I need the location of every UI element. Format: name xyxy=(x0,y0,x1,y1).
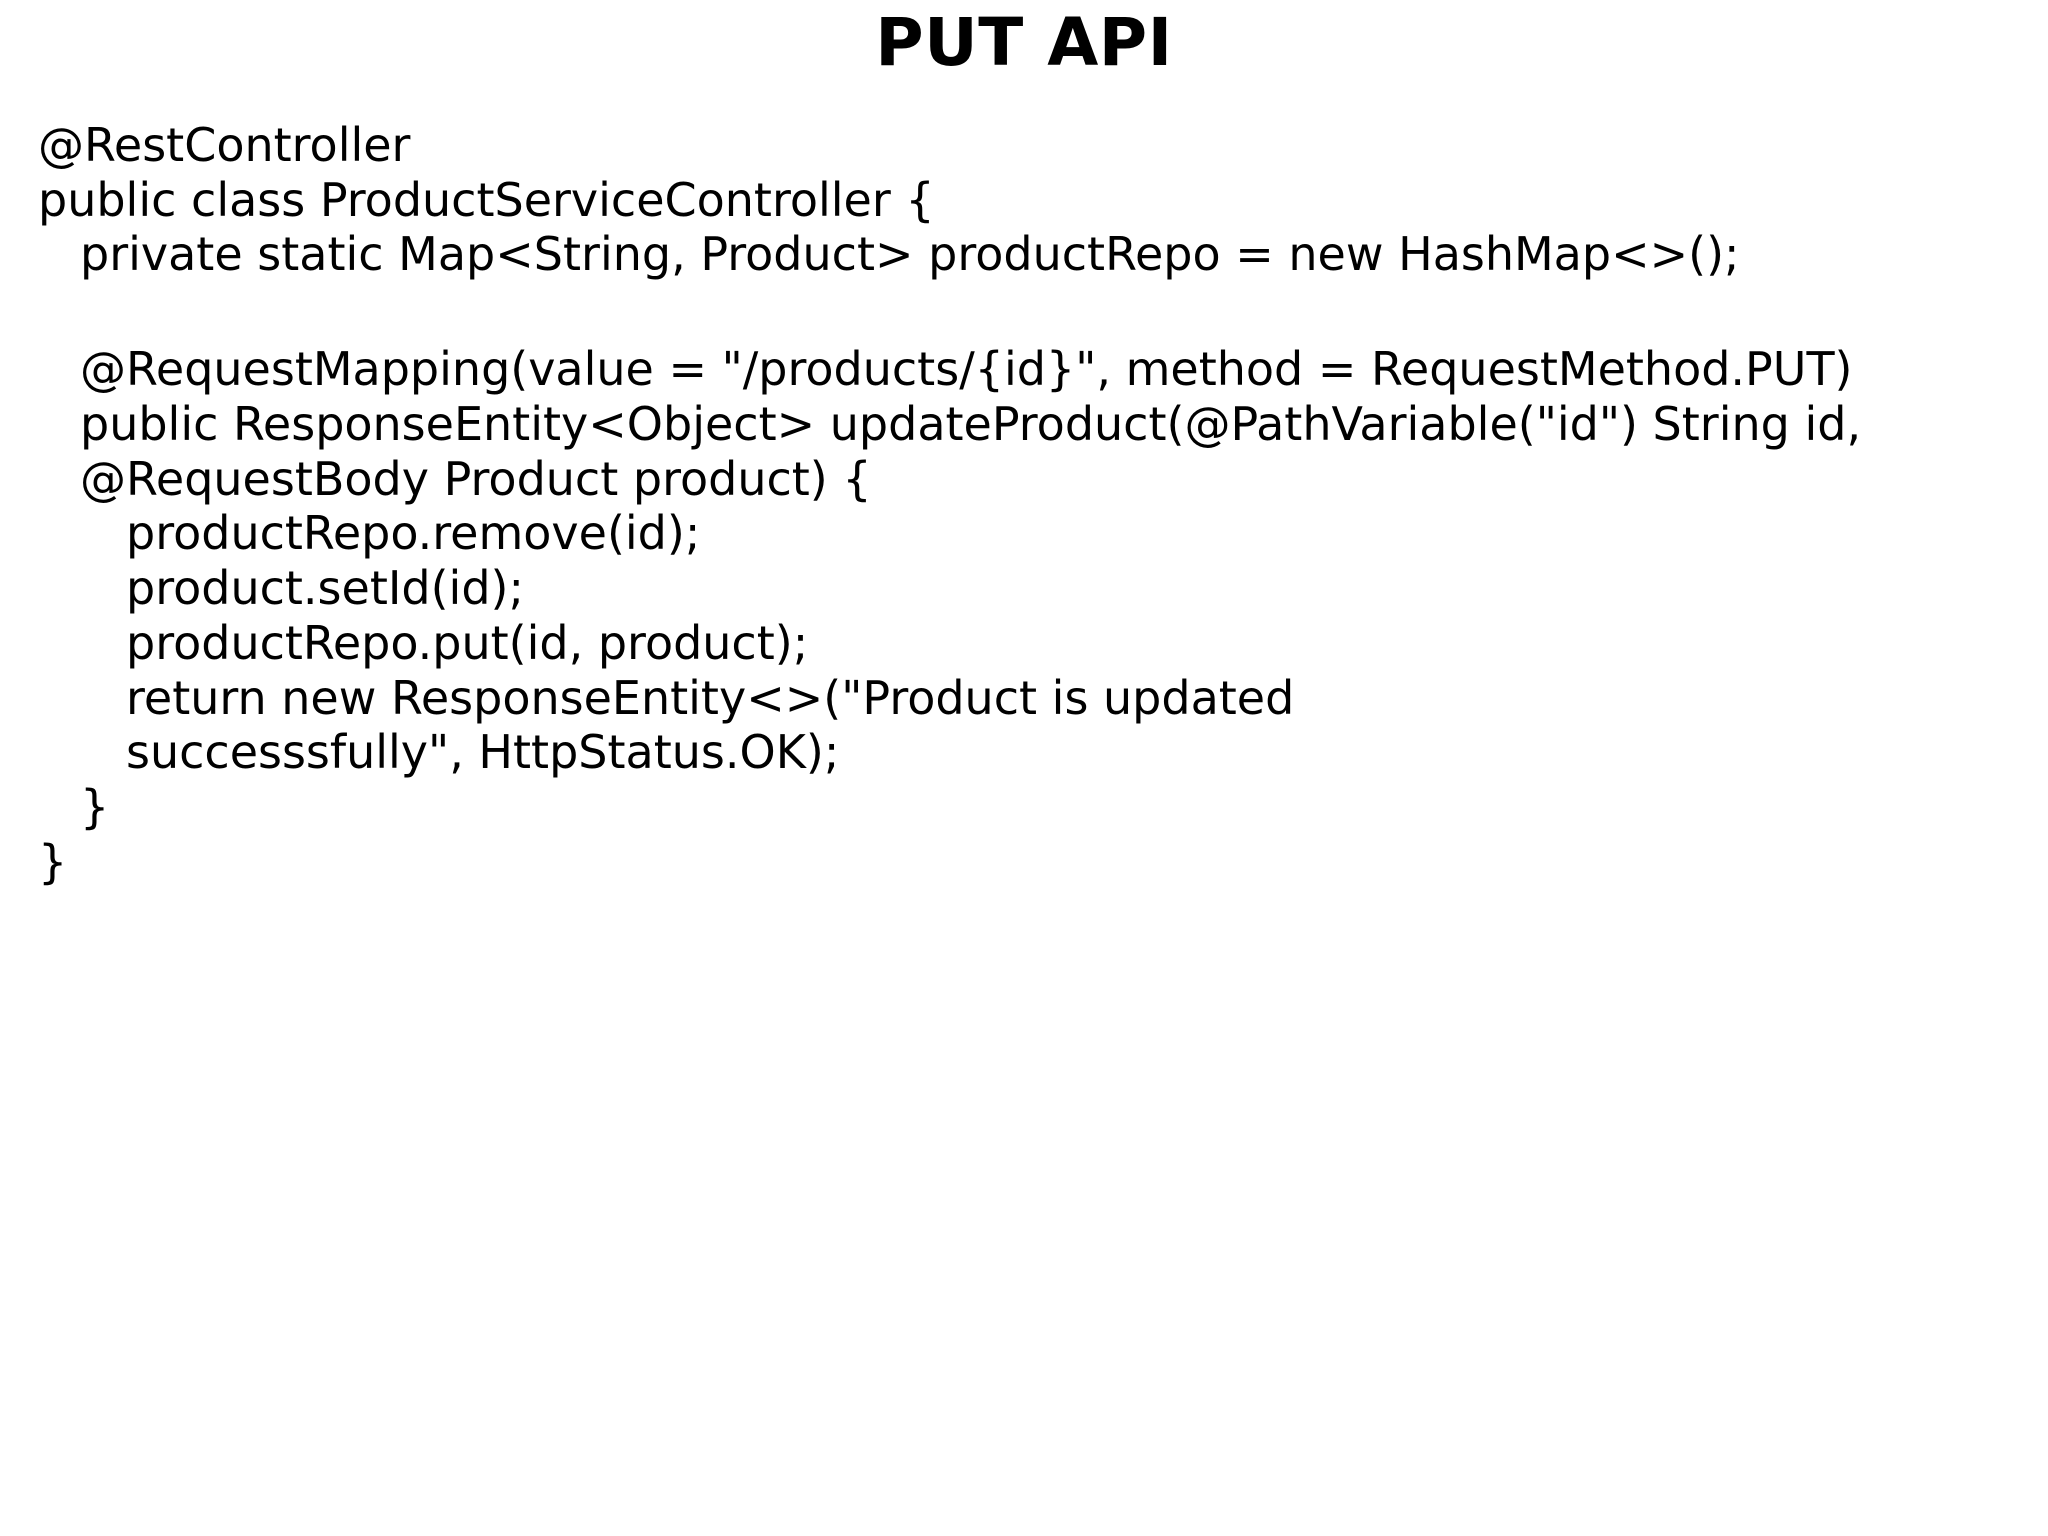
code-block: @RestController public class ProductServ… xyxy=(38,118,1998,890)
page-title: PUT API xyxy=(875,4,1173,81)
code-line: public class ProductServiceController { xyxy=(38,172,935,227)
code-line: } xyxy=(80,780,110,835)
code-line: private static Map<String, Product> prod… xyxy=(80,227,1740,282)
code-line: product.setId(id); xyxy=(126,561,524,616)
code-line-blank xyxy=(80,282,1998,342)
code-line: } xyxy=(38,834,68,889)
code-line: return new ResponseEntity<>("Product is … xyxy=(126,670,1309,780)
code-line: productRepo.remove(id); xyxy=(126,506,701,561)
code-line: public ResponseEntity<Object> updateProd… xyxy=(80,396,1876,506)
code-line: @RequestMapping(value = "/products/{id}"… xyxy=(80,342,1853,397)
code-line: productRepo.put(id, product); xyxy=(126,615,809,670)
code-line: @RestController xyxy=(38,118,411,172)
